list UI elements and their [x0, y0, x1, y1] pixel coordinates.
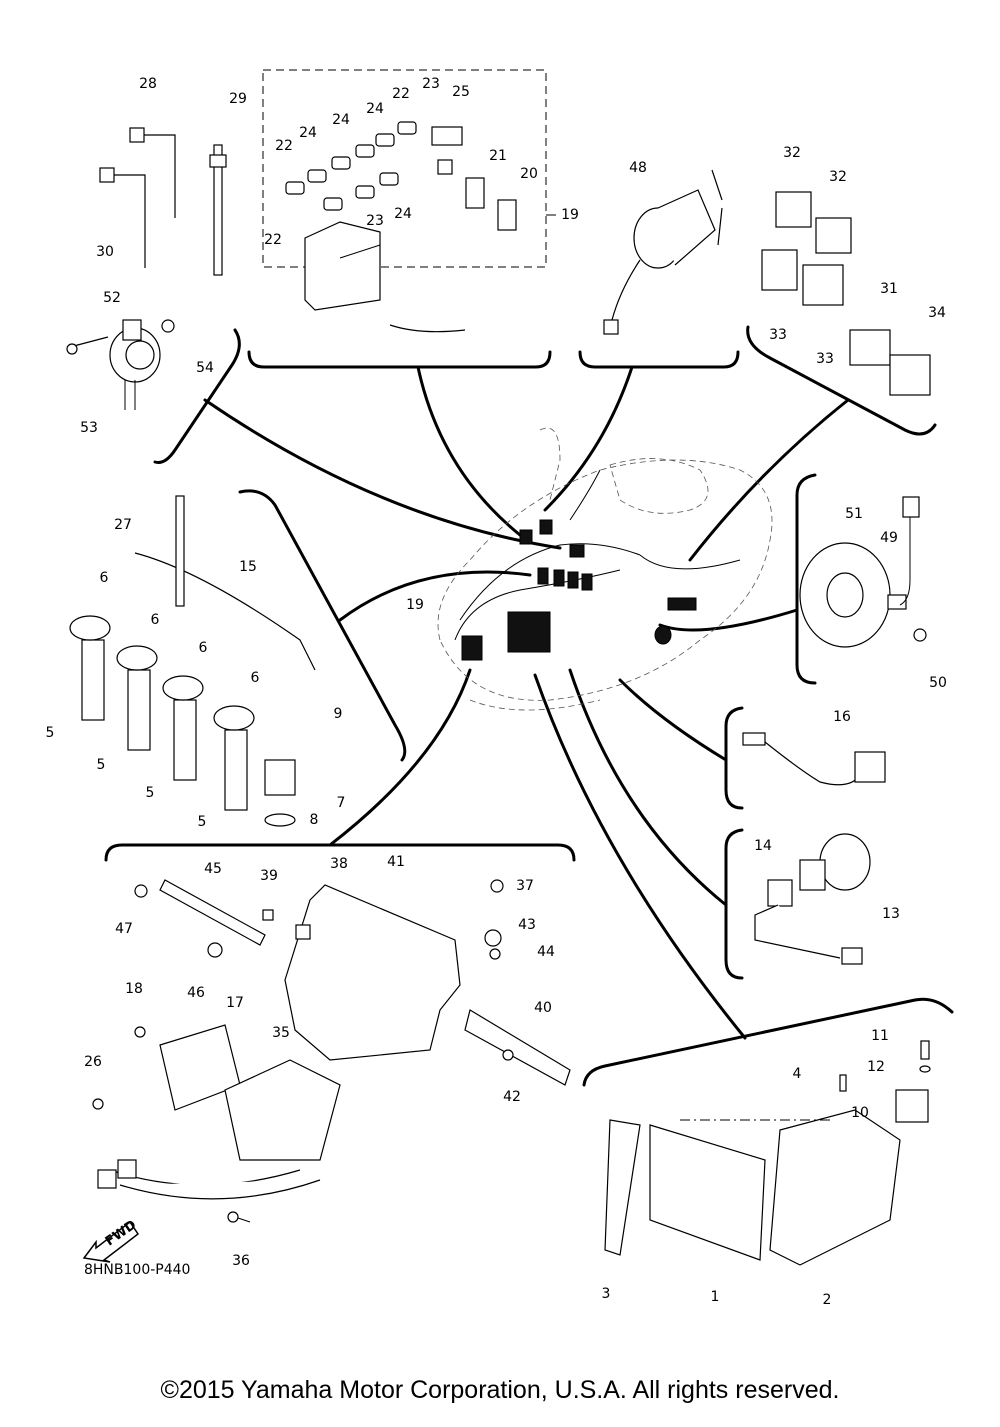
callout-44: 44 — [537, 944, 555, 960]
buzzer — [66, 319, 175, 410]
callout-23a: 23 — [422, 76, 440, 92]
callout-47: 47 — [115, 921, 133, 937]
callout-29: 29 — [229, 91, 247, 107]
callout-8: 8 — [309, 812, 319, 828]
plate-code: 8HNB100-P440 — [84, 1262, 191, 1278]
callout-30: 30 — [96, 244, 114, 260]
callout-5c: 5 — [145, 785, 155, 801]
callout-2: 2 — [822, 1292, 832, 1308]
bracket-coils — [238, 489, 407, 762]
bracket-ecu-unit — [582, 997, 954, 1087]
callout-43: 43 — [518, 917, 536, 933]
callout-31: 31 — [880, 281, 898, 297]
callout-16: 16 — [833, 709, 851, 725]
callout-13: 13 — [882, 906, 900, 922]
bracket-relays — [746, 325, 937, 436]
fuse-box-boundary — [262, 69, 547, 268]
callout-50: 50 — [929, 675, 947, 691]
bracket-speed-sensor — [795, 473, 817, 685]
copyright-notice: ©2015 Yamaha Motor Corporation, U.S.A. A… — [160, 1376, 840, 1404]
callout-35: 35 — [272, 1025, 290, 1041]
fuse-box-parts — [285, 121, 517, 333]
callout-40: 40 — [534, 1000, 552, 1016]
callout-24b: 24 — [332, 112, 350, 128]
callout-27: 27 — [114, 517, 132, 533]
callout-9: 9 — [333, 706, 343, 722]
fwd-arrow-icon — [82, 1220, 140, 1263]
callout-33b: 33 — [816, 351, 834, 367]
bracket-ecu-bracket — [104, 843, 576, 862]
callout-5b: 5 — [96, 757, 106, 773]
bracket-fuse-box — [247, 350, 552, 369]
callout-24d: 24 — [394, 206, 412, 222]
callout-22b: 22 — [392, 86, 410, 102]
callout-17: 17 — [226, 995, 244, 1011]
callout-19-fusebox: 19 — [561, 207, 579, 223]
callout-4: 4 — [792, 1066, 802, 1082]
callout-42: 42 — [503, 1089, 521, 1105]
speed-sensor-parts — [799, 496, 927, 648]
callout-24c: 24 — [366, 101, 384, 117]
callout-54: 54 — [196, 360, 214, 376]
callout-22c: 22 — [264, 232, 282, 248]
callout-33a: 33 — [769, 327, 787, 343]
harness-center — [454, 469, 741, 661]
callout-24a: 24 — [299, 125, 317, 141]
bracket-temp-sensor — [724, 706, 744, 810]
pressure-switch-parts — [754, 833, 871, 965]
callout-11: 11 — [871, 1028, 889, 1044]
callout-12: 12 — [867, 1059, 885, 1075]
ignition-coils — [69, 495, 316, 827]
cable-ties-top — [99, 127, 227, 276]
bracket-buzzer — [153, 328, 241, 464]
bracket-main-switch — [578, 350, 740, 369]
callout-3: 3 — [601, 1286, 611, 1302]
main-switch-part — [603, 169, 723, 335]
callout-6b: 6 — [150, 612, 160, 628]
callout-39: 39 — [260, 868, 278, 884]
callout-10: 10 — [851, 1105, 869, 1121]
callout-7: 7 — [336, 795, 346, 811]
ecu-bracket-parts — [92, 879, 571, 1223]
callout-36: 36 — [232, 1253, 250, 1269]
callout-15: 15 — [239, 559, 257, 575]
callout-28: 28 — [139, 76, 157, 92]
callout-34: 34 — [928, 305, 946, 321]
callout-6c: 6 — [198, 640, 208, 656]
callout-6a: 6 — [99, 570, 109, 586]
callout-53: 53 — [80, 420, 98, 436]
callout-46: 46 — [187, 985, 205, 1001]
callout-32a: 32 — [783, 145, 801, 161]
callout-32b: 32 — [829, 169, 847, 185]
callout-38: 38 — [330, 856, 348, 872]
ecu-unit-parts — [604, 1040, 931, 1266]
callout-20: 20 — [520, 166, 538, 182]
callout-23b: 23 — [366, 213, 384, 229]
callout-52: 52 — [103, 290, 121, 306]
callout-22a: 22 — [275, 138, 293, 154]
callout-25: 25 — [452, 84, 470, 100]
callout-51: 51 — [845, 506, 863, 522]
callout-19-harness: 19 — [406, 597, 424, 613]
relays-parts — [761, 191, 931, 396]
callout-45: 45 — [204, 861, 222, 877]
callout-21: 21 — [489, 148, 507, 164]
motorcycle-outline — [437, 427, 773, 711]
temp-sensor-parts — [742, 732, 886, 786]
callout-6d: 6 — [250, 670, 260, 686]
callout-49: 49 — [880, 530, 898, 546]
callout-5d: 5 — [197, 814, 207, 830]
callout-1: 1 — [710, 1289, 720, 1305]
callout-37: 37 — [516, 878, 534, 894]
callout-26: 26 — [84, 1054, 102, 1070]
callout-5a: 5 — [45, 725, 55, 741]
bracket-pressure-switch — [724, 828, 744, 980]
callout-41: 41 — [387, 854, 405, 870]
callout-14: 14 — [754, 838, 772, 854]
callout-48: 48 — [629, 160, 647, 176]
callout-18: 18 — [125, 981, 143, 997]
